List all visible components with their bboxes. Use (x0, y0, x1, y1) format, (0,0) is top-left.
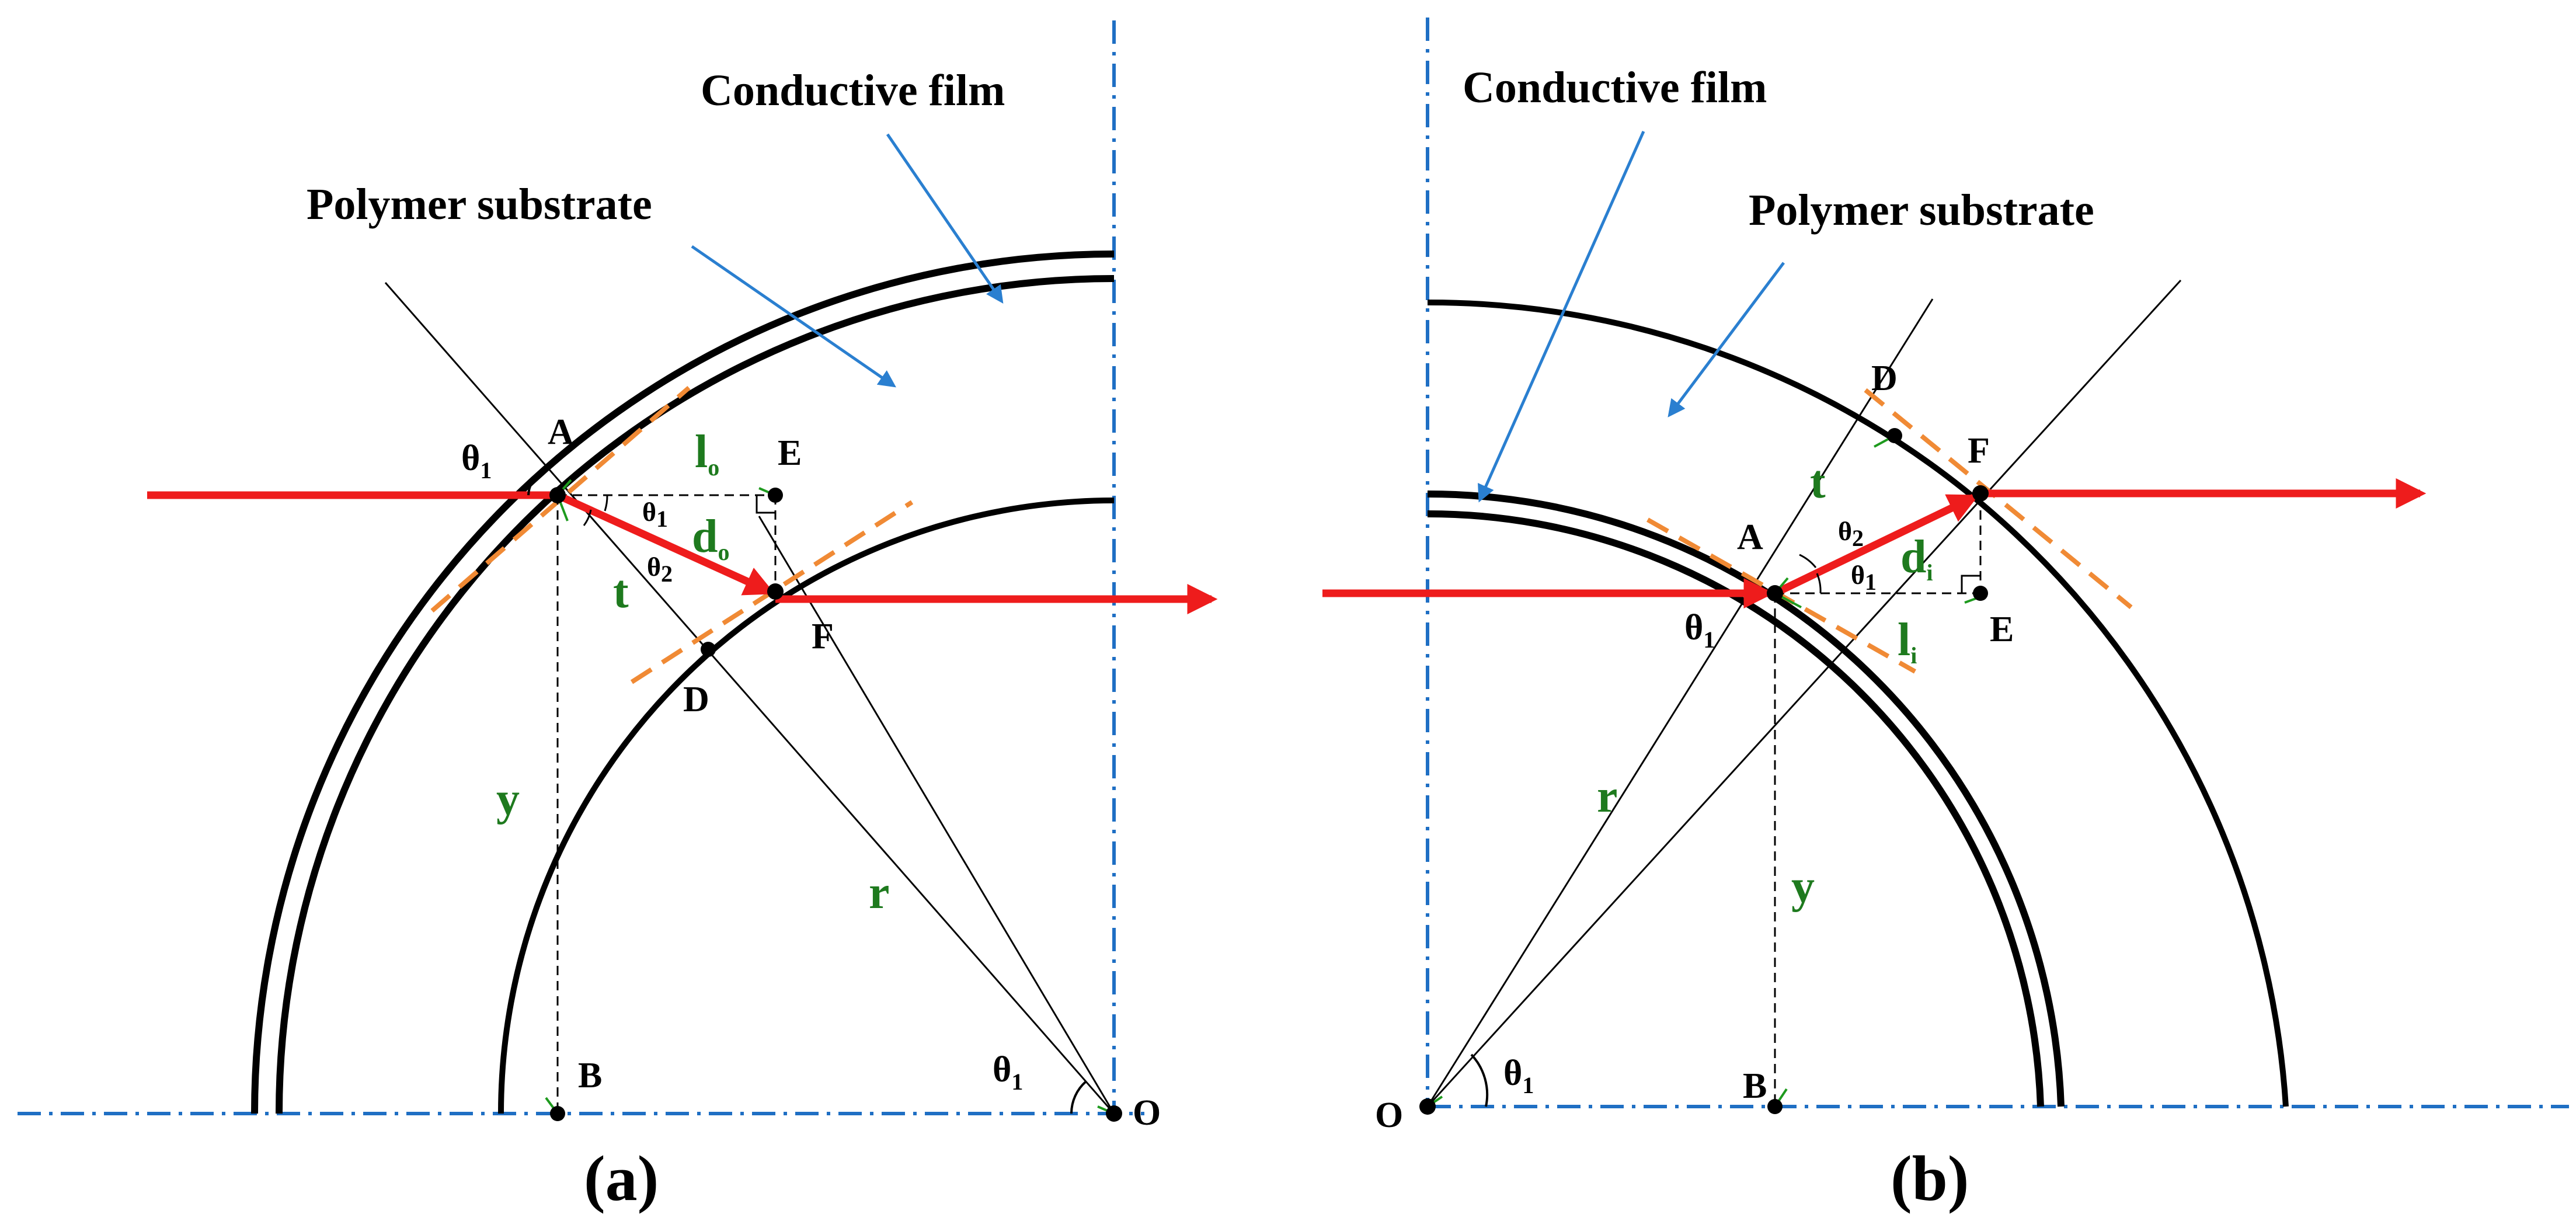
label-b-b: B (1743, 1066, 1767, 1106)
point-a-a (549, 487, 566, 503)
radial-line-of-b (1426, 279, 2182, 1108)
theta1-label-o-b: θ1 (1503, 1053, 1534, 1098)
outer-film-arc-a (251, 251, 1115, 1114)
symbol-r-b: r (1597, 771, 1618, 822)
film-pointer-b (1478, 130, 1645, 503)
outer-substrate-arc-b (1427, 299, 2289, 1107)
theta1-arc-a-top (604, 495, 608, 512)
label-d-a: D (683, 680, 709, 719)
film-pointer-a (886, 133, 1004, 304)
theta1-label-a-b: θ1 (1684, 608, 1715, 653)
film-label-a: Conductive film (701, 66, 1005, 115)
tangent-outer-a (430, 385, 691, 613)
symbol-l-a: lo (695, 426, 719, 481)
symbol-y-a: y (496, 774, 520, 825)
point-f-a (767, 583, 784, 600)
inner-arc-a (498, 498, 1115, 1114)
point-d-b (1887, 428, 1902, 443)
label-a-b: A (1737, 517, 1763, 557)
substrate-label-a: Polymer substrate (307, 180, 652, 229)
panel-a: Conductive film Polymer substrate A E F … (18, 20, 1218, 1214)
point-d-a (701, 642, 716, 657)
substrate-pointer-b (1668, 262, 1785, 418)
label-b-a: B (578, 1056, 602, 1095)
label-o-b: O (1375, 1095, 1403, 1135)
theta1-label-a-left: θ1 (461, 439, 492, 483)
inner-substrate-arc-b (1427, 510, 2044, 1107)
label-f-b: F (1968, 431, 1990, 471)
theta1-arc-o-b (1470, 1053, 1489, 1107)
point-o-b (1419, 1098, 1436, 1115)
radial-line-of-a (758, 516, 1115, 1114)
panel-b: Conductive film Polymer substrate A D F … (1322, 18, 2569, 1214)
caption-a: (a) (584, 1143, 659, 1214)
label-e-b: E (1990, 610, 2014, 649)
theta1-arc-b (1816, 573, 1822, 594)
theta2-arc-b (1799, 554, 1817, 568)
point-b-b (1767, 1099, 1783, 1114)
symbol-t-a: t (613, 566, 629, 618)
inner-film-arc-b (1427, 491, 2065, 1107)
theta2-arc-a (583, 509, 592, 526)
point-b-a (550, 1106, 565, 1121)
theta1-label-b: θ1 (1851, 560, 1877, 595)
label-f-a: F (812, 617, 834, 656)
outer-substrate-arc-a (276, 275, 1115, 1114)
point-e-b (1973, 586, 1988, 601)
theta1-label-o-a: θ1 (993, 1050, 1023, 1095)
symbol-y-b: y (1791, 861, 1815, 913)
right-angle-e-a (756, 495, 775, 514)
point-a-b (1767, 585, 1783, 601)
refracted-ray-b (1773, 494, 1979, 597)
film-label-b: Conductive film (1463, 63, 1767, 112)
theta1-arc-o-a (1070, 1080, 1087, 1114)
substrate-pointer-a (691, 245, 896, 388)
symbol-r-a: r (869, 867, 890, 919)
theta2-label-a: θ2 (647, 552, 673, 587)
caption-b: (b) (1891, 1143, 1969, 1214)
right-angle-e-b (1961, 575, 1980, 593)
refracted-ray-a (556, 492, 775, 596)
symbol-t-b: t (1810, 457, 1826, 508)
radial-line-oa-a (384, 282, 1115, 1114)
substrate-label-b: Polymer substrate (1749, 186, 2094, 235)
theta1-arc-a-left (527, 472, 541, 496)
point-e-a (768, 488, 783, 503)
label-a-a: A (548, 412, 574, 452)
point-f-b (1972, 485, 1989, 502)
label-e-a: E (778, 433, 802, 473)
tangent-outer-b (1864, 388, 2133, 610)
symbol-d-a: do (692, 511, 730, 565)
point-o-a (1106, 1105, 1122, 1122)
symbol-d-b: di (1900, 531, 1933, 586)
symbol-l-b: li (1898, 614, 1917, 669)
label-o-a: O (1133, 1093, 1161, 1133)
theta2-label-b: θ2 (1838, 516, 1864, 551)
label-d-b: D (1871, 359, 1898, 398)
theta1-label-a-top: θ1 (642, 497, 668, 532)
radial-line-oa-b (1426, 298, 1934, 1107)
